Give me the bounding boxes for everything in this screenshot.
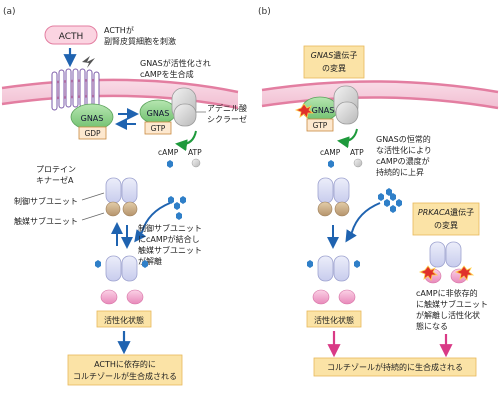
panel-b-label: (b) <box>258 7 271 17</box>
result-b-label: コルチゾールが持続的に生合成される <box>327 362 463 372</box>
atp-to-camp-arrow-b <box>337 128 358 149</box>
result-box-b <box>313 357 477 377</box>
constitutive-note-line3: cAMPの濃度が <box>376 156 430 166</box>
adenylyl-cyclase-a <box>171 87 197 127</box>
reg-subunit-leader <box>81 192 105 201</box>
prkaca-mutation-line2: の変異 <box>434 220 458 230</box>
independent-note-line4: 態になる <box>416 321 448 331</box>
cat-subunit-label: 触媒サブユニット <box>14 216 78 226</box>
cyclase-label-line2: シクラーゼ <box>207 114 247 124</box>
camp-label-b: cAMP <box>320 148 341 157</box>
reg-subunit-label: 制御サブユニット <box>14 196 78 206</box>
pka-dissociated-b <box>307 255 360 305</box>
gnas-mutation-rest: 遺伝子 <box>333 50 357 60</box>
stimulation-spark-icon <box>82 56 95 68</box>
camp-binding-arrow-b <box>345 202 381 243</box>
panel-a-label: (a) <box>3 7 16 17</box>
prkaca-mutation-italic: PRKACA <box>418 208 450 217</box>
gtp-label: GTP <box>151 124 166 133</box>
atp-molecule-a <box>191 158 201 168</box>
camp-cluster-a <box>168 196 186 220</box>
acth-label: ACTH <box>59 32 84 42</box>
cyclase-label-line1: アデニル酸 <box>207 103 247 113</box>
binding-note-line3: 触媒サブユニット <box>138 245 202 255</box>
result-box-a <box>67 354 183 386</box>
acth-note-line2: 副腎皮質細胞を刺激 <box>104 36 176 46</box>
camp-molecule-a <box>167 160 173 168</box>
gnas-inactive-label: GNAS <box>81 114 104 123</box>
independent-note-line1: cAMPに非依存的 <box>416 288 478 298</box>
active-state-box-a <box>96 310 152 328</box>
atp-to-camp-arrow <box>175 130 197 152</box>
acth-pill <box>44 25 98 45</box>
camp-cluster-b <box>378 188 402 213</box>
pka-holoenzyme-a <box>105 177 138 217</box>
constitutive-note-line4: 持続的に上昇 <box>376 167 424 177</box>
acth-receptor <box>51 68 100 111</box>
binding-note-line2: にcAMPが結合し <box>138 234 200 244</box>
cell-membrane-b <box>261 80 499 110</box>
acth-note-line1: ACTHが <box>104 25 134 35</box>
pka-label-line2: キナーゼA <box>36 175 74 185</box>
independent-note-line3: が解離し活性化状 <box>416 310 480 320</box>
prkaca-mutation-star-left-icon <box>418 265 439 281</box>
camp-binding-arrow <box>134 202 171 243</box>
prkaca-mutation-star-right-icon <box>454 265 475 281</box>
gnas-mutant-label: GNAS <box>312 106 335 115</box>
gnas-activate-line1: GNASが活性化され <box>140 58 211 68</box>
cell-membrane-a <box>1 78 239 110</box>
gdp-label: GDP <box>84 129 101 138</box>
atp-molecule-b <box>353 158 363 168</box>
camp-molecule-b <box>328 160 334 168</box>
gnas-activate-line2: cAMPを生合成 <box>140 69 194 79</box>
cat-subunit-leader <box>81 212 105 221</box>
atp-label-a: ATP <box>188 148 202 157</box>
gtp-label-b: GTP <box>313 121 328 130</box>
result-a-line2: コルチゾールが生合成される <box>73 371 177 381</box>
pka-holoenzyme-b <box>317 177 350 217</box>
prkaca-mutation-rest: 遺伝子 <box>450 207 474 217</box>
result-a-line1: ACTHに依存的に <box>94 359 156 369</box>
gtp-box-b <box>306 118 334 132</box>
gnas-active-label: GNAS <box>147 109 170 118</box>
gtp-box <box>144 121 172 135</box>
gnas-mutation-line1: GNAS遺伝子 <box>311 50 358 60</box>
binding-note-line1: 制御サブユニット <box>138 223 202 233</box>
pka-label-line1: プロテイン <box>36 165 76 174</box>
gnas-mutation-star-icon <box>294 103 315 119</box>
binding-note-line4: が解離 <box>138 256 162 266</box>
gnas-mutation-line2: の変異 <box>322 63 346 73</box>
atp-label-b: ATP <box>350 148 364 157</box>
constitutive-note-line2: な活性化により <box>376 145 432 155</box>
gnas-mutation-box <box>303 45 365 79</box>
active-state-label-a: 活性化状態 <box>104 315 144 325</box>
gdp-box <box>78 126 107 140</box>
prkaca-mutation-line1: PRKACA遺伝子 <box>418 207 474 217</box>
active-state-box-b <box>306 310 362 328</box>
camp-label-a: cAMP <box>158 148 179 157</box>
constitutive-note-line1: GNASの恒常的 <box>376 134 431 144</box>
adenylyl-cyclase-b <box>333 85 359 125</box>
gnas-mutation-italic: GNAS <box>311 51 334 60</box>
prkaca-mutation-box <box>412 202 480 236</box>
independent-note-line2: に触媒サブユニット <box>416 299 488 309</box>
active-state-label-b: 活性化状態 <box>314 315 354 325</box>
pka-dissociated-a <box>95 255 148 305</box>
